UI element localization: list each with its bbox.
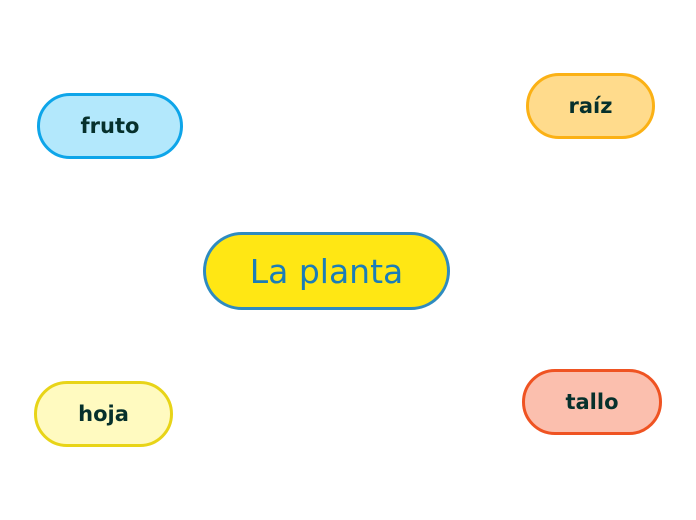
subtopic-label-tallo: tallo <box>565 390 619 414</box>
subtopic-node-hoja[interactable]: hoja <box>34 381 173 447</box>
subtopic-label-raiz: raíz <box>568 94 613 118</box>
central-topic-label: La planta <box>249 251 404 291</box>
subtopic-node-fruto[interactable]: fruto <box>37 93 183 159</box>
central-topic-node[interactable]: La planta <box>203 232 450 310</box>
subtopic-node-tallo[interactable]: tallo <box>522 369 662 435</box>
subtopic-label-fruto: fruto <box>80 114 140 138</box>
subtopic-node-raiz[interactable]: raíz <box>526 73 655 139</box>
subtopic-label-hoja: hoja <box>78 402 129 426</box>
